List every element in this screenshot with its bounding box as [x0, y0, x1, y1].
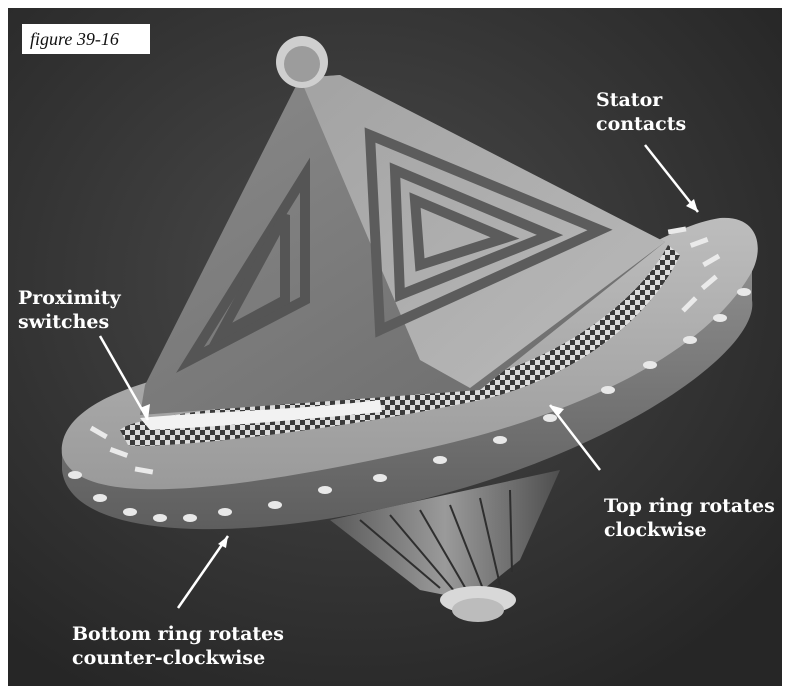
label-top-ring-line1: Top ring rotates — [604, 494, 775, 518]
label-top-ring-line2: clockwise — [604, 518, 775, 542]
label-bottom-ring-line1: Bottom ring rotates — [72, 622, 284, 646]
label-proximity-switches: Proximity switches — [18, 286, 121, 334]
figure-caption: figure 39-16 — [22, 24, 150, 54]
label-bottom-ring-line2: counter-clockwise — [72, 646, 284, 670]
label-stator-contacts: Stator contacts — [596, 88, 686, 136]
label-bottom-ring: Bottom ring rotates counter-clockwise — [72, 622, 284, 670]
label-stator-contacts-line1: Stator — [596, 88, 686, 112]
label-stator-contacts-line2: contacts — [596, 112, 686, 136]
label-top-ring: Top ring rotates clockwise — [604, 494, 775, 542]
label-proximity-switches-line1: Proximity — [18, 286, 121, 310]
label-proximity-switches-line2: switches — [18, 310, 121, 334]
